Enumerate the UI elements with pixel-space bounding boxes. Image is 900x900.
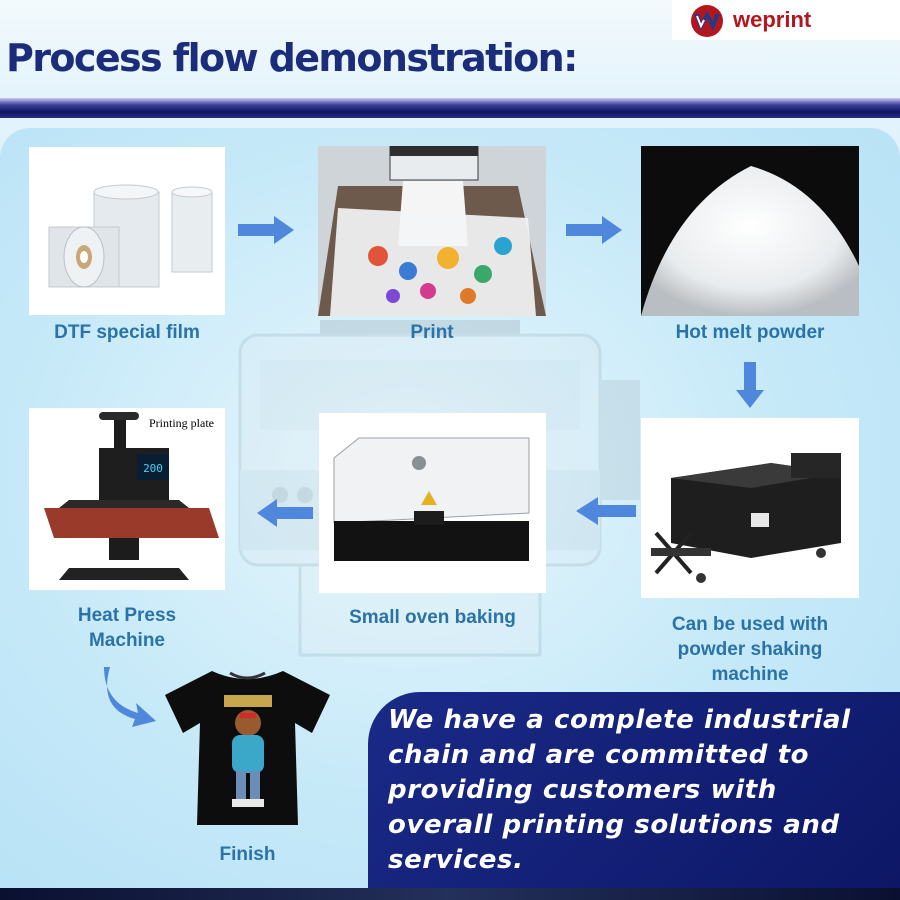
shaker-photo <box>641 418 859 598</box>
caption-heat-press: Heat Press Machine <box>29 603 225 653</box>
oven-photo <box>319 413 546 593</box>
arrow-right-icon <box>566 216 622 244</box>
caption-finish: Finish <box>219 844 276 865</box>
arrow-down-icon <box>736 362 764 408</box>
caption-oven: Small oven baking <box>349 607 516 628</box>
footer-band <box>0 888 900 900</box>
slogan-line-5: services. <box>388 845 524 875</box>
print-photo <box>318 146 546 316</box>
weprint-logo-icon <box>691 5 723 37</box>
brand-name: weprint <box>733 7 812 32</box>
heat-press-machine-image: 200 <box>29 408 225 590</box>
heat-press-photo: 200 Printing plate <box>29 408 225 590</box>
svg-text:200: 200 <box>143 462 163 475</box>
arrow-left-icon <box>576 497 636 525</box>
printing-image <box>318 146 546 316</box>
small-oven-image <box>319 413 546 593</box>
slogan-line-1: We have a complete industrial <box>388 705 851 735</box>
film-rolls-image <box>29 147 225 315</box>
hot-melt-powder-image <box>641 146 859 316</box>
arrow-left-icon <box>257 499 313 527</box>
arrow-right-icon <box>238 216 294 244</box>
finish-photo <box>160 665 335 830</box>
powder-photo <box>641 146 859 316</box>
printing-plate-label: Printing plate <box>149 416 214 430</box>
caption-shaker: Can be used with powder shaking machine <box>620 612 880 687</box>
powder-shaking-machine-image <box>641 418 859 598</box>
slogan-box <box>368 692 900 888</box>
caption-film: DTF special film <box>54 322 200 343</box>
caption-heat-press-line-2: Machine <box>88 630 166 651</box>
printed-tshirt-image <box>165 671 330 825</box>
arrow-curve-icon <box>104 667 156 727</box>
slogan-line-3: providing customers with <box>388 775 777 805</box>
slogan-line-2: chain and are committed to <box>388 740 810 770</box>
page-title: Process flow demonstration: <box>6 36 578 80</box>
caption-print: Print <box>410 322 454 343</box>
caption-shaker-line-3: machine <box>711 664 789 685</box>
caption-shaker-line-2: powder shaking <box>677 639 823 660</box>
caption-shaker-line-1: Can be used with <box>671 614 829 635</box>
caption-powder: Hot melt powder <box>675 322 825 343</box>
slogan-line-4: overall printing solutions and <box>388 810 840 840</box>
caption-heat-press-line-1: Heat Press <box>77 605 177 626</box>
title-underline-bar <box>0 98 900 118</box>
slogan-text: We have a complete industrial chain and … <box>388 703 893 878</box>
film-photo <box>29 147 225 315</box>
